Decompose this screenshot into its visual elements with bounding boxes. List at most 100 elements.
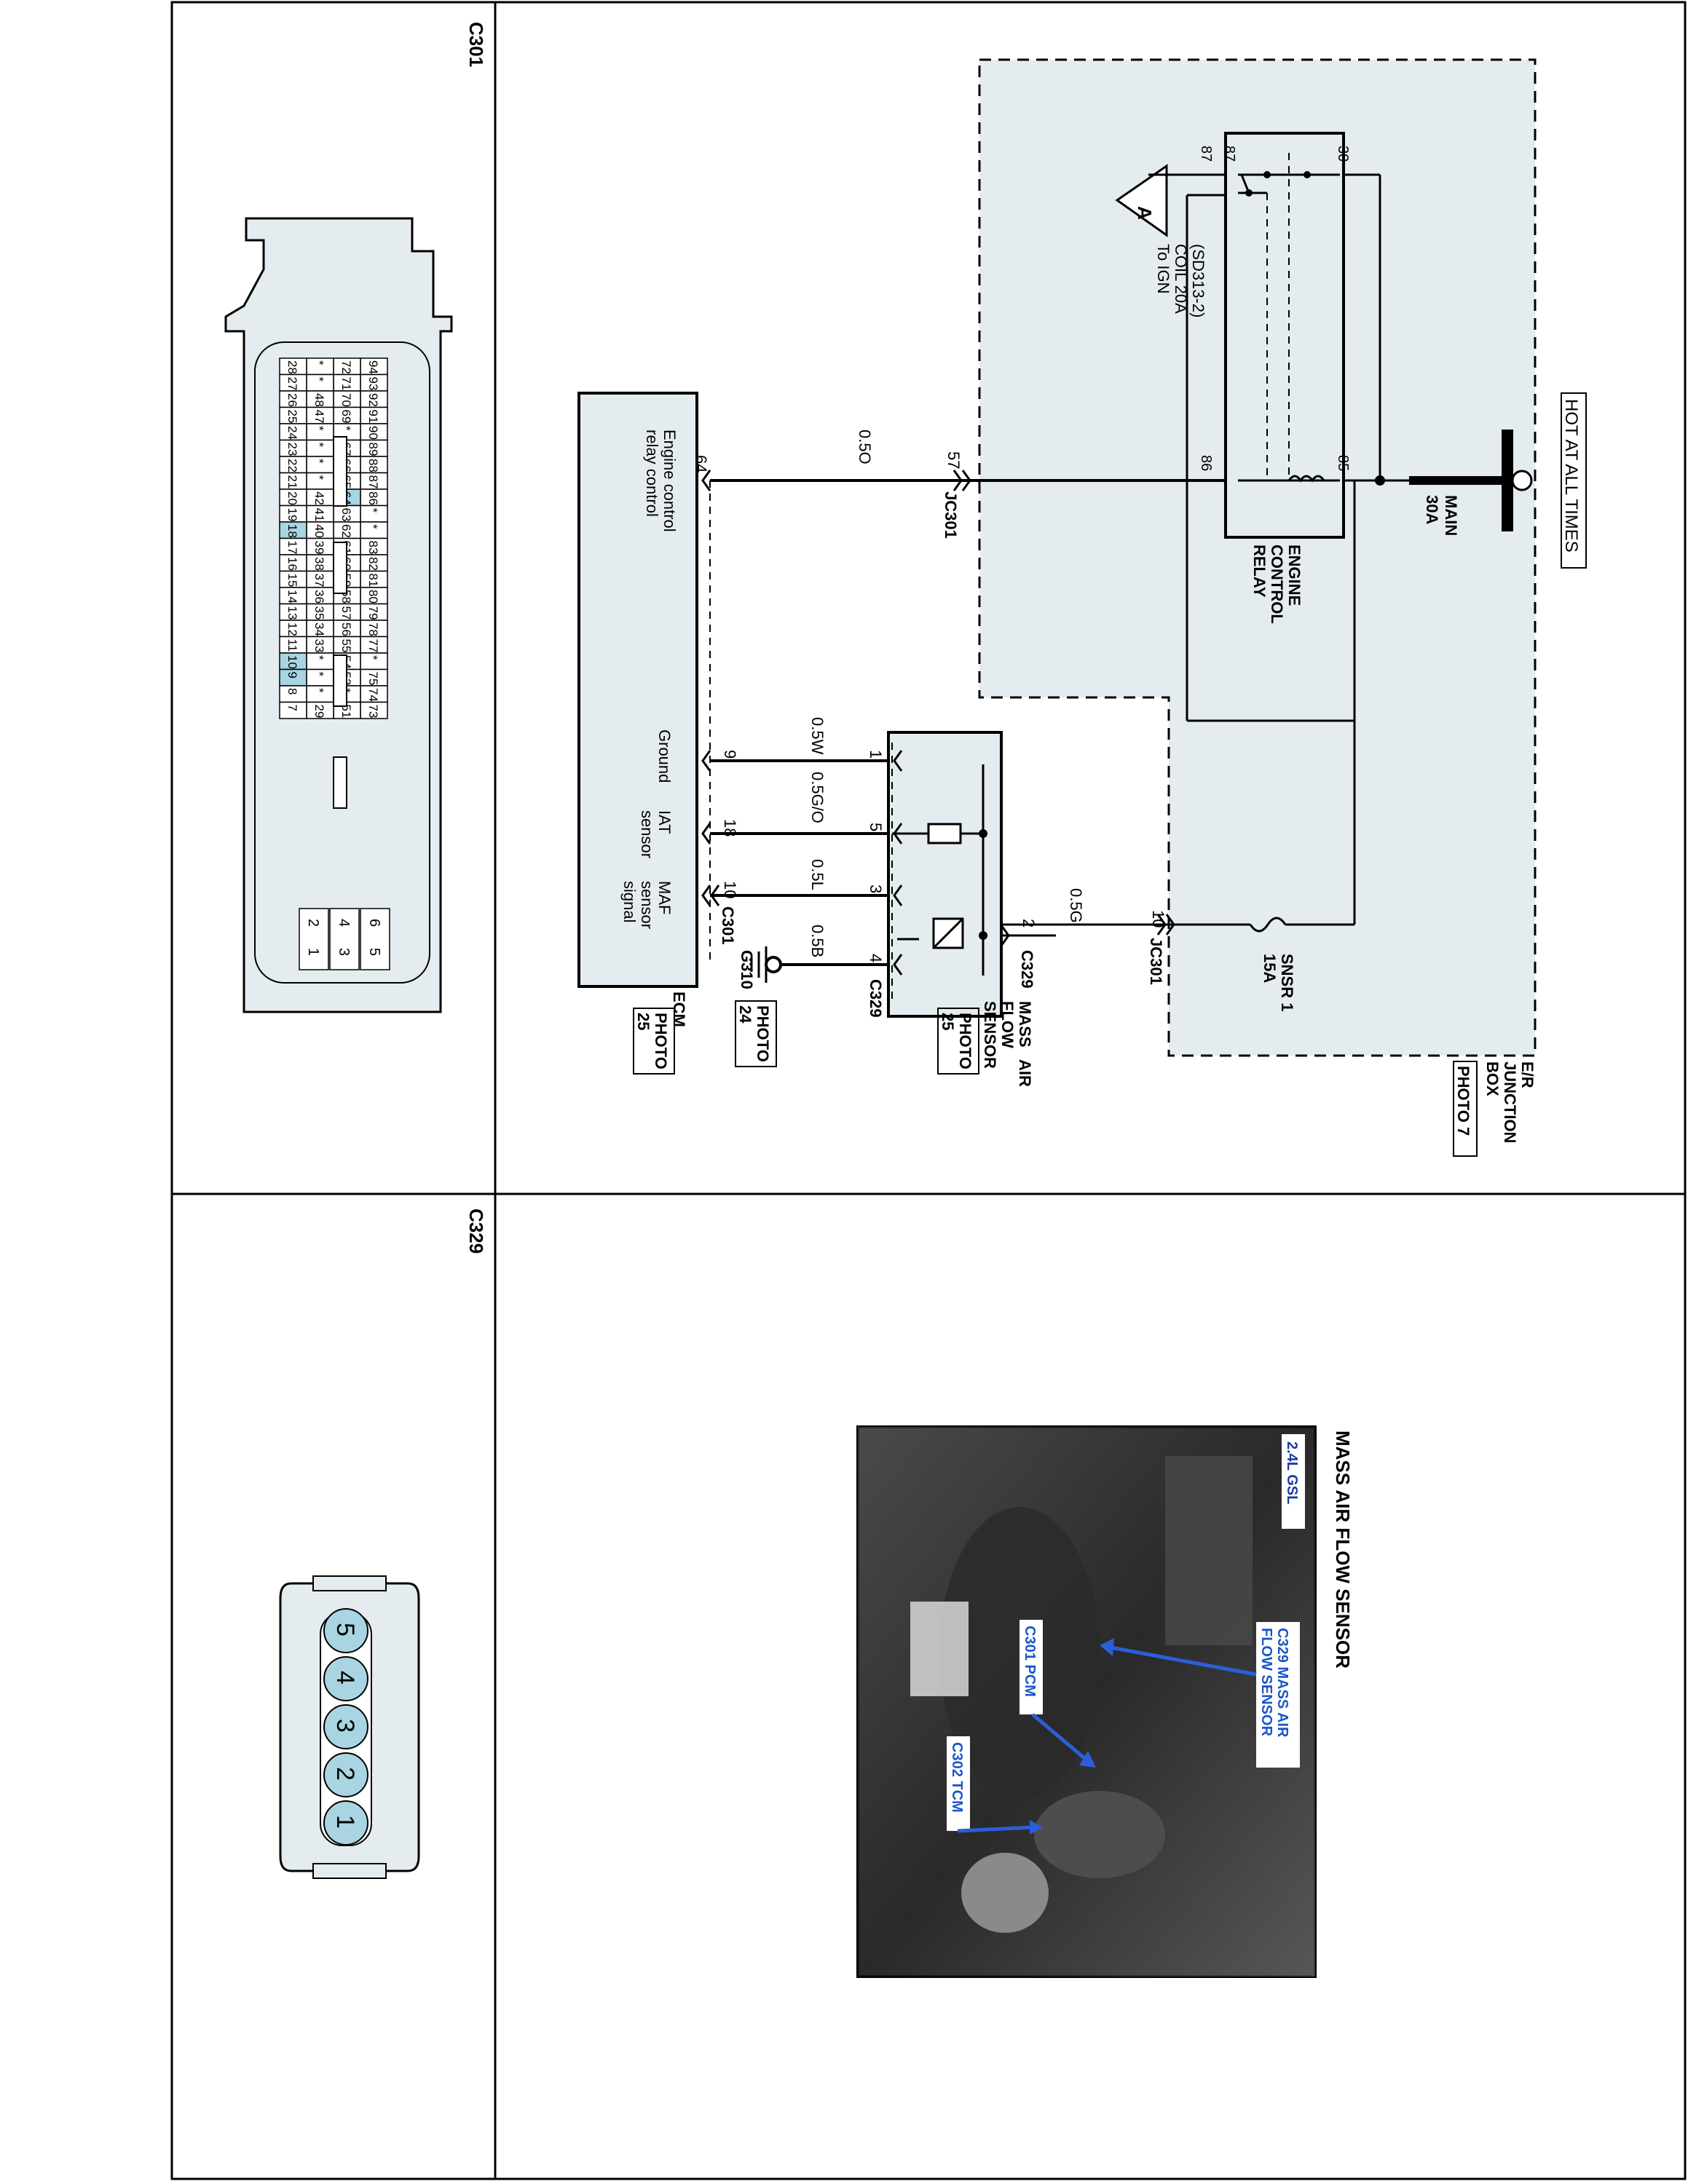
svg-text:C301 PCM: C301 PCM <box>1022 1626 1038 1697</box>
c301-pin-label: 27 <box>285 377 299 391</box>
svg-text:C329: C329 <box>867 979 885 1018</box>
c301-pin-label: 63 <box>339 508 353 522</box>
c301-pin-label: * <box>312 443 326 448</box>
svg-text:PHOTO 7: PHOTO 7 <box>1454 1066 1472 1136</box>
svg-text:C329 MASS AIR: C329 MASS AIR <box>1274 1628 1290 1738</box>
battery-terminal-icon <box>1511 470 1533 491</box>
engine-tag: 2.4L GSL <box>1282 1434 1305 1529</box>
c301-pin-label: 81 <box>366 574 380 587</box>
callout-c301: C301 PCM <box>1019 1620 1043 1714</box>
svg-text:64: 64 <box>692 455 710 472</box>
c329-pin-label: 5 <box>331 1623 359 1637</box>
c301-pin-grid: 949392919089888786**83828180797877*75747… <box>279 357 388 719</box>
c301-pin-label: 89 <box>366 443 380 456</box>
c301-pin-label: 9 <box>285 672 299 678</box>
relay-pin-85: 85 <box>1335 455 1351 471</box>
svg-text:25: 25 <box>634 1013 652 1030</box>
photo-panel: MASS AIR FLOW SENSOR 2.4L GSL C329 MASS … <box>856 1425 1354 1978</box>
c301-pin-label: 72 <box>339 360 353 374</box>
c301-pin-label: 51 <box>339 705 353 719</box>
svg-text:CONTROL: CONTROL <box>1268 545 1286 624</box>
hot-at-all-times-label: HOT AT ALL TIMES <box>1561 392 1587 569</box>
svg-text:C302 TCM: C302 TCM <box>949 1742 965 1813</box>
relay-pin-labels-top: 87 87 <box>1198 146 1237 162</box>
c301-pin-label: 94 <box>366 360 380 374</box>
c301-pin-label: 8 <box>285 688 299 695</box>
c301-pin-label: 24 <box>285 426 299 440</box>
c329-pin <box>323 1608 368 1653</box>
c329-pin-label: 2 <box>331 1767 359 1781</box>
relay-pin-86: 86 <box>1198 455 1214 471</box>
photo-title: MASS AIR FLOW SENSOR <box>1332 1431 1354 1669</box>
c301-pin-label: 19 <box>285 508 299 522</box>
c301-pin-label: 79 <box>366 606 380 620</box>
c301-pin-label: 88 <box>366 459 380 472</box>
ecm-photo: PHOTO 25 <box>633 1008 675 1075</box>
schematic-diagram: HOT AT ALL TIMES MAIN 30A ENGINE CONTROL… <box>577 58 1587 1157</box>
relay-pin-30: 30 <box>1335 146 1351 162</box>
c301-pin-label: 83 <box>366 541 380 555</box>
svg-text:RELAY: RELAY <box>1250 545 1269 598</box>
svg-text:Engine control: Engine control <box>660 430 679 532</box>
svg-text:2: 2 <box>1019 919 1038 927</box>
svg-text:FLOW: FLOW <box>998 1001 1017 1048</box>
svg-text:Ground: Ground <box>655 729 674 783</box>
svg-text:sensor: sensor <box>638 810 656 858</box>
c301-pin-label: 38 <box>312 557 326 571</box>
c301-pin-label: 25 <box>285 410 299 424</box>
maf-photo: PHOTO 25 <box>937 1008 979 1075</box>
c301-pin-label: * <box>366 655 380 660</box>
c301-pin-label: 71 <box>339 377 353 391</box>
c301-pin-label: 74 <box>366 688 380 702</box>
c301-pin-label: 87 <box>366 475 380 489</box>
svg-text:C329: C329 <box>1018 950 1036 989</box>
ground-terminal-icon <box>765 956 782 973</box>
svg-text:FLOW SENSOR: FLOW SENSOR <box>1258 1628 1274 1736</box>
c301-pin-label: 93 <box>366 377 380 391</box>
svg-text:0.5B: 0.5B <box>808 925 827 957</box>
svg-text:9: 9 <box>721 750 739 759</box>
c301-pin-label: 39 <box>312 541 326 555</box>
c301-pin-label: 41 <box>312 508 326 522</box>
c301-pin-label: 40 <box>312 524 326 538</box>
c301-pin-label: * <box>312 426 326 431</box>
c301-pin-label: 92 <box>366 393 380 407</box>
c329-title: C329 <box>465 1208 487 1254</box>
svg-text:MAIN: MAIN <box>1442 495 1460 536</box>
c301-pin-label: 33 <box>312 639 326 653</box>
c301-pin-label: 13 <box>285 606 299 620</box>
c301-pin-label: 34 <box>312 622 326 636</box>
svg-text:G310: G310 <box>738 950 756 989</box>
ign-ref-text: To IGN COIL 20A (SD313-2) <box>1154 244 1207 317</box>
c329-pin <box>323 1656 368 1701</box>
svg-text:JC301: JC301 <box>1147 938 1165 985</box>
svg-text:87: 87 <box>1198 146 1214 162</box>
c301-pin-label: * <box>339 426 353 431</box>
svg-text:0.5G/O: 0.5G/O <box>808 772 827 823</box>
svg-text:BOX: BOX <box>1483 1061 1502 1096</box>
c301-pin-label: 22 <box>285 459 299 472</box>
ecm-relay-label: Engine control relay control <box>643 430 679 532</box>
svg-text:(SD313-2): (SD313-2) <box>1189 244 1207 317</box>
svg-text:3: 3 <box>867 885 885 893</box>
c329-pin <box>323 1800 368 1845</box>
c301-pin-label: 29 <box>312 705 326 719</box>
c301-pin-label: * <box>312 672 326 677</box>
c301-small-pin-label: 3 <box>336 948 352 956</box>
c301-pin-label: 37 <box>312 574 326 587</box>
svg-text:HOT AT ALL TIMES: HOT AT ALL TIMES <box>1561 399 1581 553</box>
c301-pin-label: * <box>312 475 326 480</box>
svg-text:0.5G: 0.5G <box>1067 888 1085 923</box>
c301-pin-label: * <box>312 688 326 693</box>
c301-pin-label: 17 <box>285 541 299 555</box>
svg-text:18: 18 <box>721 819 739 836</box>
c301-small-pin-label: 1 <box>305 948 321 956</box>
c301-pin-label: * <box>366 524 380 529</box>
c301-pin-label: * <box>312 655 326 660</box>
svg-text:PHOTO: PHOTO <box>956 1013 974 1069</box>
junction-box-area <box>978 58 1537 1057</box>
svg-text:C301: C301 <box>719 906 737 945</box>
c329-pin-label: 3 <box>331 1719 359 1733</box>
